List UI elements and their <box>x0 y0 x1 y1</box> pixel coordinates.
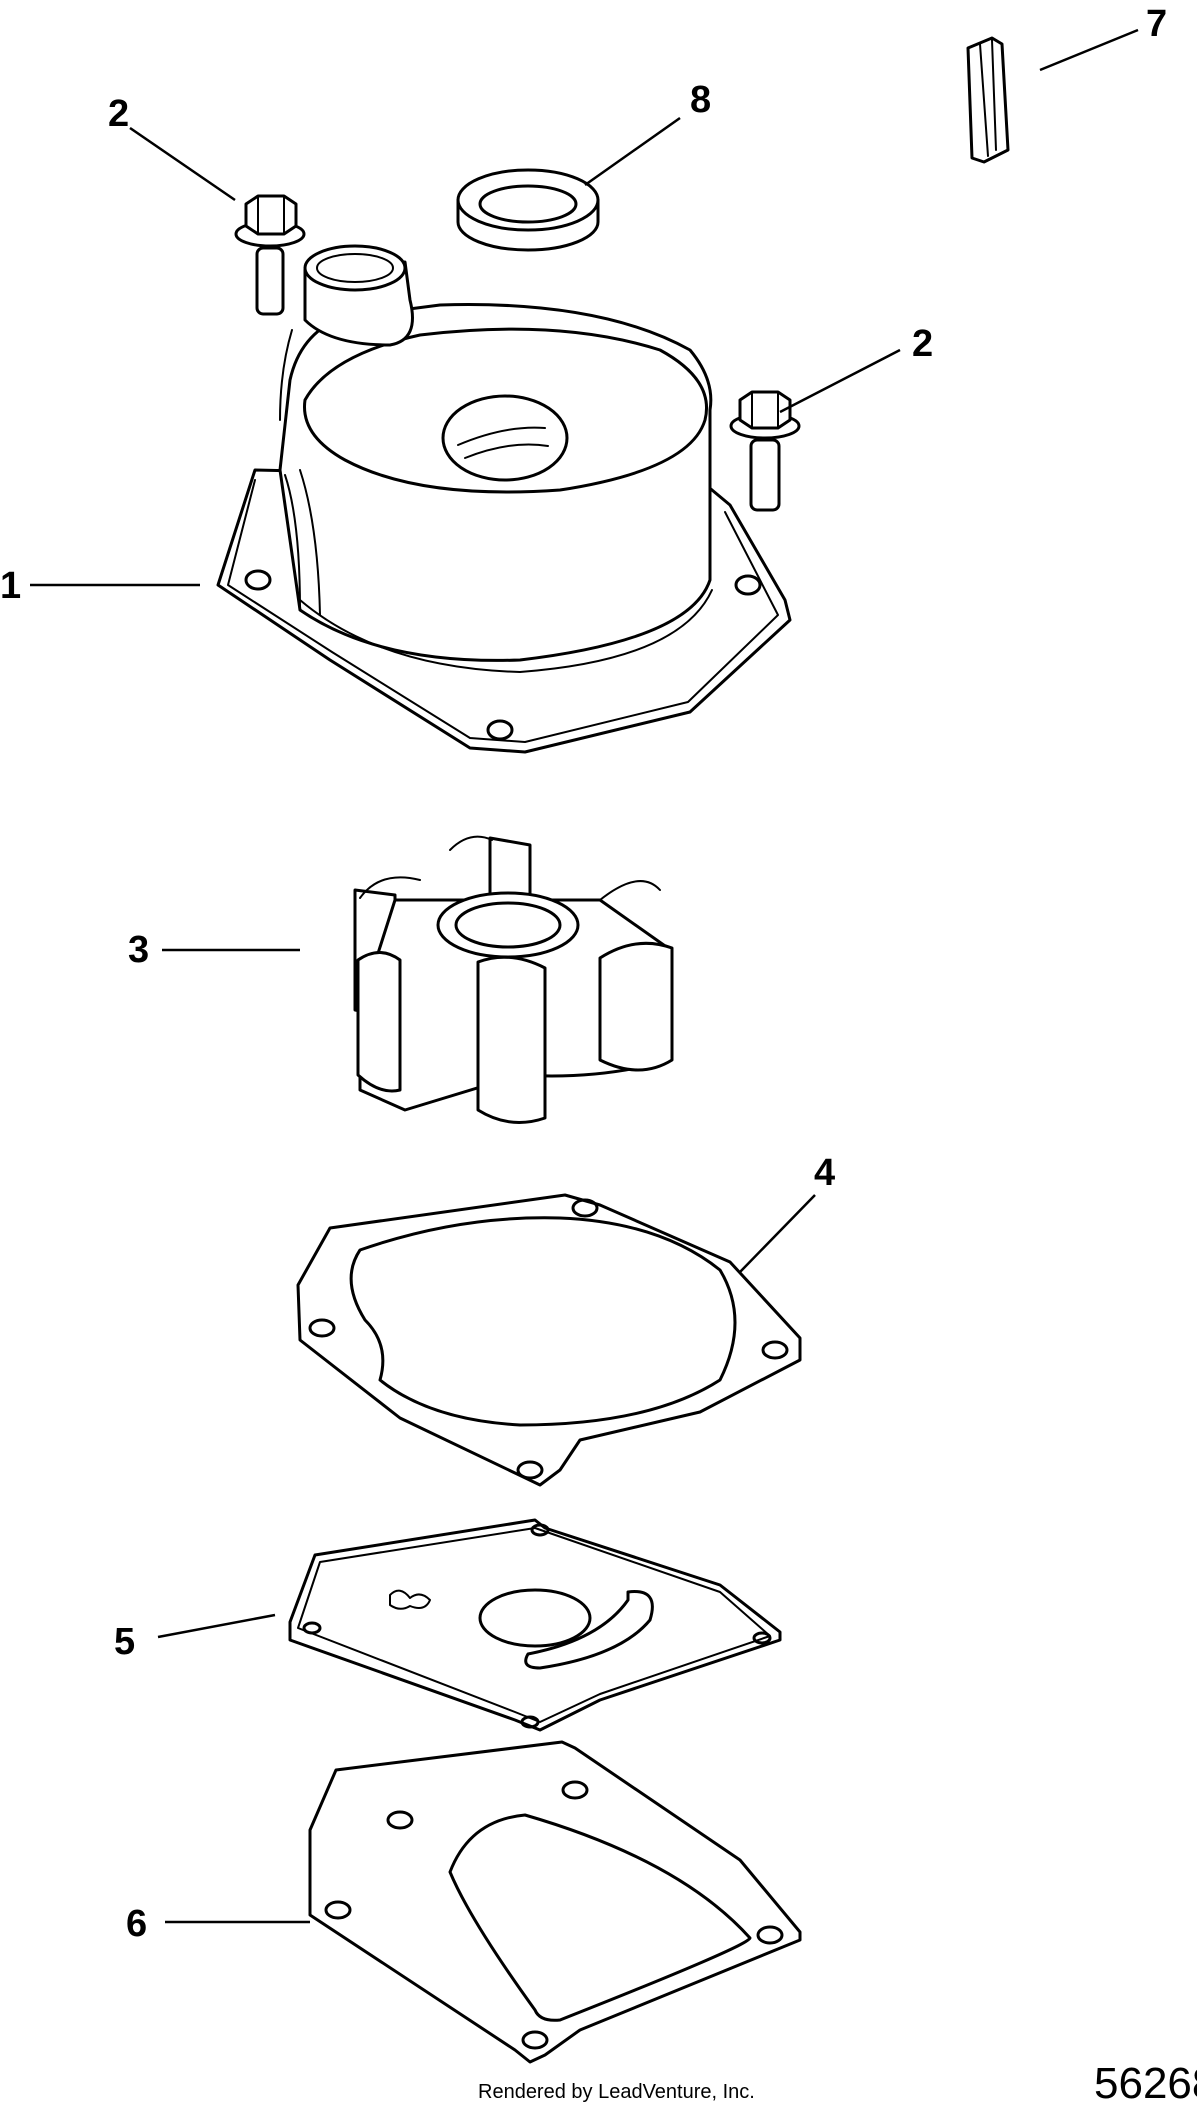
part-1-pump-housing <box>216 244 792 754</box>
part-2-bolt-left <box>234 194 306 316</box>
part-2-bolt-right <box>729 390 801 512</box>
render-credit: Rendered by LeadVenture, Inc. <box>478 2081 755 2103</box>
part-5-wear-plate <box>288 1518 782 1732</box>
part-4-gasket <box>296 1193 802 1487</box>
part-3-impeller <box>353 835 674 1124</box>
callout-labels: 1 2 2 3 4 5 6 7 8 <box>0 3 1167 1945</box>
callout-1: 1 <box>0 565 21 607</box>
part-8-grommet <box>456 168 600 252</box>
callout-8: 8 <box>690 79 711 121</box>
callout-2-left-bolt: 2 <box>108 93 129 135</box>
callout-5: 5 <box>114 1621 135 1663</box>
part-7-seal-strip <box>966 36 1010 164</box>
callout-2-right-bolt: 2 <box>912 323 933 365</box>
leader-lines <box>30 28 1139 1924</box>
callout-3: 3 <box>128 929 149 971</box>
callout-4: 4 <box>814 1152 835 1194</box>
figure-number: 56268 <box>1094 2059 1197 2108</box>
part-6-gasket <box>308 1740 802 2064</box>
callout-7: 7 <box>1146 3 1167 45</box>
callout-6: 6 <box>126 1903 147 1945</box>
